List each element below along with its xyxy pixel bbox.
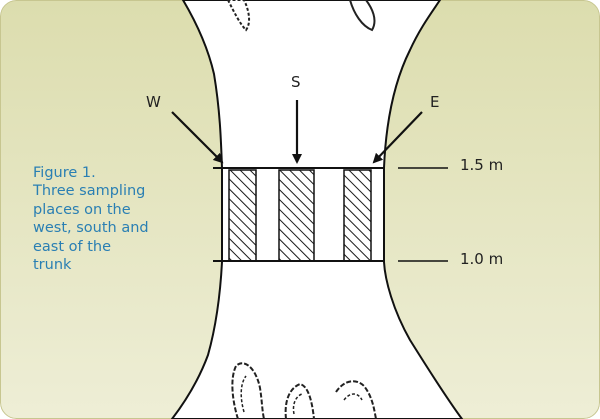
label-height-lower: 1.0 m	[460, 250, 503, 268]
sample-strip-west	[229, 170, 256, 261]
sample-strip-south	[279, 170, 314, 261]
label-south: S	[291, 73, 301, 91]
label-east: E	[430, 93, 439, 111]
caption-line: places on the	[33, 201, 183, 219]
caption-line: west, south and	[33, 219, 183, 237]
caption-line: trunk	[33, 256, 183, 274]
caption-line: east of the	[33, 238, 183, 256]
label-height-upper: 1.5 m	[460, 156, 503, 174]
figure-caption: Figure 1. Three sampling places on the w…	[33, 164, 183, 274]
caption-line: Three sampling	[33, 182, 183, 200]
sample-strip-east	[344, 170, 371, 261]
caption-line: Figure 1.	[33, 164, 183, 182]
label-west: W	[146, 93, 161, 111]
